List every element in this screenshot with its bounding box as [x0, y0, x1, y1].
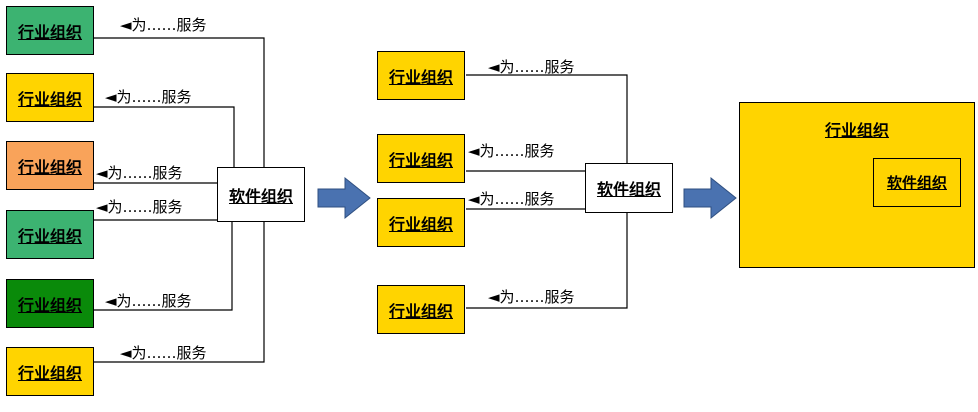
- industry-org-box: 行业组织: [377, 51, 465, 100]
- industry-org-box: 行业组织: [377, 198, 465, 247]
- connector-left-1: [94, 37, 265, 183]
- connector-left-5: [94, 221, 233, 311]
- connector-mid-4: [466, 213, 628, 309]
- industry-org-box: 行业组织: [6, 210, 94, 259]
- industry-org-box: 行业组织: [377, 285, 465, 334]
- connector-mid-1: [466, 74, 628, 166]
- service-label: ◄为……服务: [105, 292, 192, 310]
- service-label: ◄为……服务: [468, 190, 555, 208]
- service-label: ◄为……服务: [488, 58, 575, 76]
- software-org-inner: 软件组织: [873, 158, 961, 207]
- industry-org-box: 行业组织: [6, 6, 94, 55]
- connector-left-2: [94, 106, 235, 183]
- industry-org-box: 行业组织: [6, 141, 94, 190]
- software-org-hub: 软件组织: [585, 163, 673, 213]
- service-label: ◄为……服务: [96, 198, 183, 216]
- service-label: ◄为……服务: [120, 16, 207, 34]
- industry-org-box: 行业组织: [6, 279, 94, 328]
- industry-org-box: 行业组织: [6, 73, 94, 122]
- service-label: ◄为……服务: [120, 344, 207, 362]
- block-arrow-1: [317, 176, 371, 220]
- industry-org-box: 行业组织: [6, 347, 94, 396]
- service-label: ◄为……服务: [105, 88, 192, 106]
- industry-org-box: 行业组织: [377, 134, 465, 183]
- service-label: ◄为……服务: [468, 142, 555, 160]
- software-org-hub: 软件组织: [217, 167, 305, 222]
- connector-left-6: [94, 221, 265, 363]
- service-label: ◄为……服务: [488, 288, 575, 306]
- industry-org-title: 行业组织: [824, 121, 889, 140]
- service-label: ◄为……服务: [96, 164, 183, 182]
- block-arrow-2: [683, 176, 737, 220]
